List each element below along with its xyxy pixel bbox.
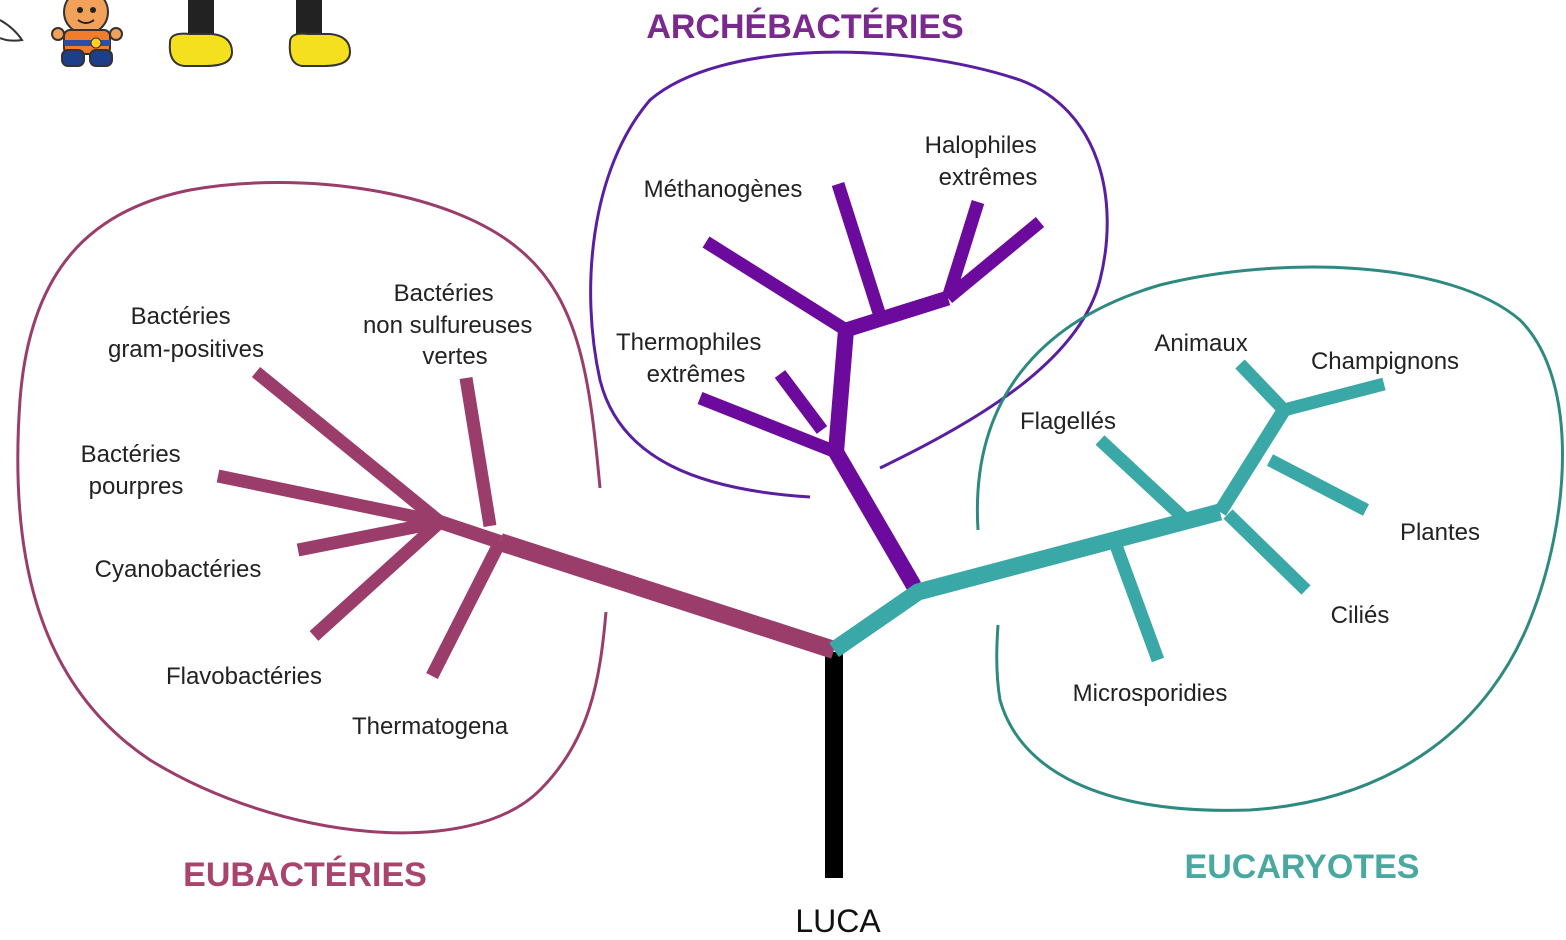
branch-animals xyxy=(1240,364,1284,410)
label-ciliates: Ciliés xyxy=(1331,602,1390,629)
branch-non-sulfur-green xyxy=(466,378,490,526)
archaea-branches xyxy=(700,184,1040,586)
label-purple-bacteria: Bactéries pourpres xyxy=(81,441,188,500)
branch-thermatogena xyxy=(432,542,500,676)
label-animals: Animaux xyxy=(1154,330,1247,357)
luca-label: LUCA xyxy=(795,903,881,939)
archaea-upper-branch xyxy=(846,298,948,330)
archaea-title: ARCHÉBACTÉRIES xyxy=(646,8,963,46)
label-gram-positive: Bactéries gram-positives xyxy=(108,303,264,363)
branch-methanogens-b xyxy=(838,184,880,316)
label-halophiles: Halophiles extrêmes xyxy=(925,132,1044,191)
branch-plants xyxy=(1270,460,1366,510)
label-non-sulfur-green: Bactéries non sulfureuses vertes xyxy=(363,280,539,370)
eubacteria-title: EUBACTÉRIES xyxy=(183,856,427,894)
label-cyanobacteria: Cyanobactéries xyxy=(95,556,262,583)
label-thermophiles: Thermophiles extrêmes xyxy=(616,329,768,388)
label-thermatogena: Thermatogena xyxy=(352,713,509,740)
branch-flagellates xyxy=(1100,440,1186,520)
label-flavobacteria: Flavobactéries xyxy=(166,663,322,690)
label-plants: Plantes xyxy=(1400,519,1480,546)
label-fungi: Champignons xyxy=(1311,348,1459,375)
branch-methanogens-a xyxy=(706,242,846,330)
eubacteria-main-branch xyxy=(500,542,834,650)
branch-ciliates xyxy=(1228,514,1306,590)
label-methanogens: Méthanogènes xyxy=(644,176,803,203)
label-microsporidia: Microsporidies xyxy=(1073,680,1228,707)
label-flagellates: Flagellés xyxy=(1020,408,1116,435)
eukaryotes-title: EUCARYOTES xyxy=(1185,848,1420,886)
eubacteria-outline xyxy=(18,183,606,833)
cartoon-character-illustration xyxy=(0,0,350,66)
branch-microsporidia xyxy=(1114,540,1158,660)
branch-thermophiles-b xyxy=(780,374,822,430)
branch-fungi xyxy=(1284,384,1384,410)
